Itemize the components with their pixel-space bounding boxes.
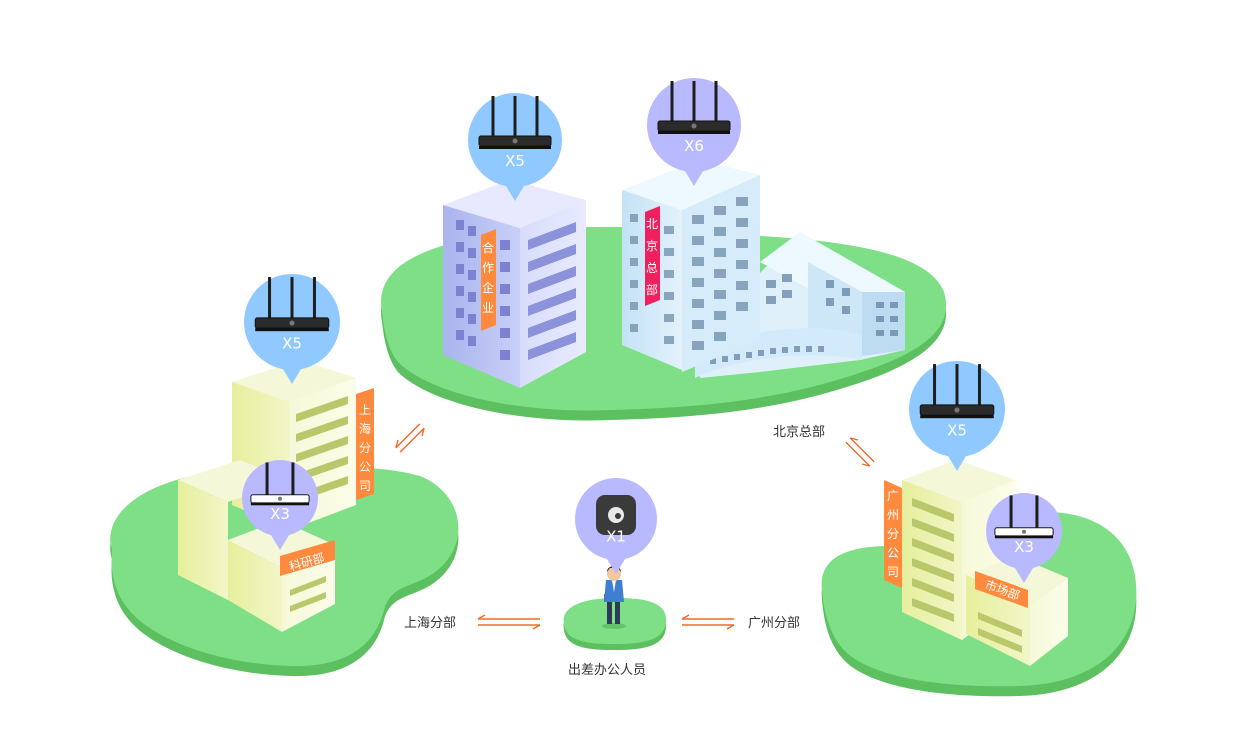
pin-traveler[interactable]: X1 <box>575 478 657 574</box>
sign-char: 公 <box>359 460 371 474</box>
pin-label: X5 <box>282 335 302 353</box>
sign-char: 分 <box>359 441 371 455</box>
sign-char: 司 <box>887 565 899 579</box>
sign-char: 海 <box>359 421 371 436</box>
pin-partner[interactable]: X5 <box>468 93 562 201</box>
router-icon <box>657 81 731 134</box>
pin-beijing[interactable]: X6 <box>647 78 741 186</box>
sign-char: 分 <box>887 527 899 541</box>
sign-char: 北 <box>646 217 658 231</box>
router-icon <box>478 96 552 149</box>
sign-char: 企 <box>482 280 494 295</box>
sign-char: 上 <box>359 403 371 417</box>
link-arrow-beijing-guangzhou <box>845 437 875 467</box>
sign-char: 业 <box>482 301 494 315</box>
pin-label: X5 <box>505 152 525 170</box>
sign-char: 京 <box>646 239 658 253</box>
sign-char: 广 <box>887 489 899 503</box>
mifi-device-icon <box>596 495 636 535</box>
pin-label: X5 <box>947 422 967 440</box>
sign-text-beijing: 北京总部 <box>646 217 658 297</box>
link-arrow-shanghai-traveler <box>477 614 541 630</box>
pin-label: X3 <box>1014 538 1034 556</box>
router-icon <box>250 462 310 506</box>
pin-label: X3 <box>270 505 290 523</box>
pin-market[interactable]: X3 <box>986 493 1062 583</box>
guangzhou-link-label: 广州分部 <box>748 616 800 631</box>
building-partner <box>443 180 586 388</box>
sign-char: 部 <box>646 282 658 297</box>
sign-char: 总 <box>646 261 658 275</box>
pin-shanghai[interactable]: X5 <box>244 274 340 384</box>
shanghai-link-label: 上海分部 <box>404 616 456 631</box>
sign-partner <box>481 229 496 331</box>
router-icon <box>994 495 1054 539</box>
sign-research <box>280 540 335 576</box>
sign-char: 司 <box>359 479 371 493</box>
sign-beijing <box>645 206 660 306</box>
sign-market <box>975 571 1028 608</box>
pin-label: X6 <box>684 137 704 155</box>
pin-guangzhou[interactable]: X5 <box>909 361 1005 471</box>
sign-char: 州 <box>887 508 899 522</box>
link-arrow-shanghai-beijing <box>395 423 425 453</box>
sign-char: 合 <box>482 240 494 255</box>
pin-research[interactable]: X3 <box>242 460 318 550</box>
beijing-link-label: 北京总部 <box>773 425 825 440</box>
sign-char: 作 <box>482 261 494 275</box>
sign-shanghai <box>356 388 374 500</box>
building-beijing-hq <box>622 160 905 378</box>
router-icon <box>919 364 995 419</box>
pin-label: X1 <box>606 528 626 546</box>
link-arrow-traveler-guangzhou <box>681 614 735 630</box>
router-icon <box>254 277 330 332</box>
sign-guangzhou <box>884 480 902 588</box>
sign-char: 公 <box>887 546 899 560</box>
traveler-caption: 出差办公人员 <box>568 663 646 678</box>
